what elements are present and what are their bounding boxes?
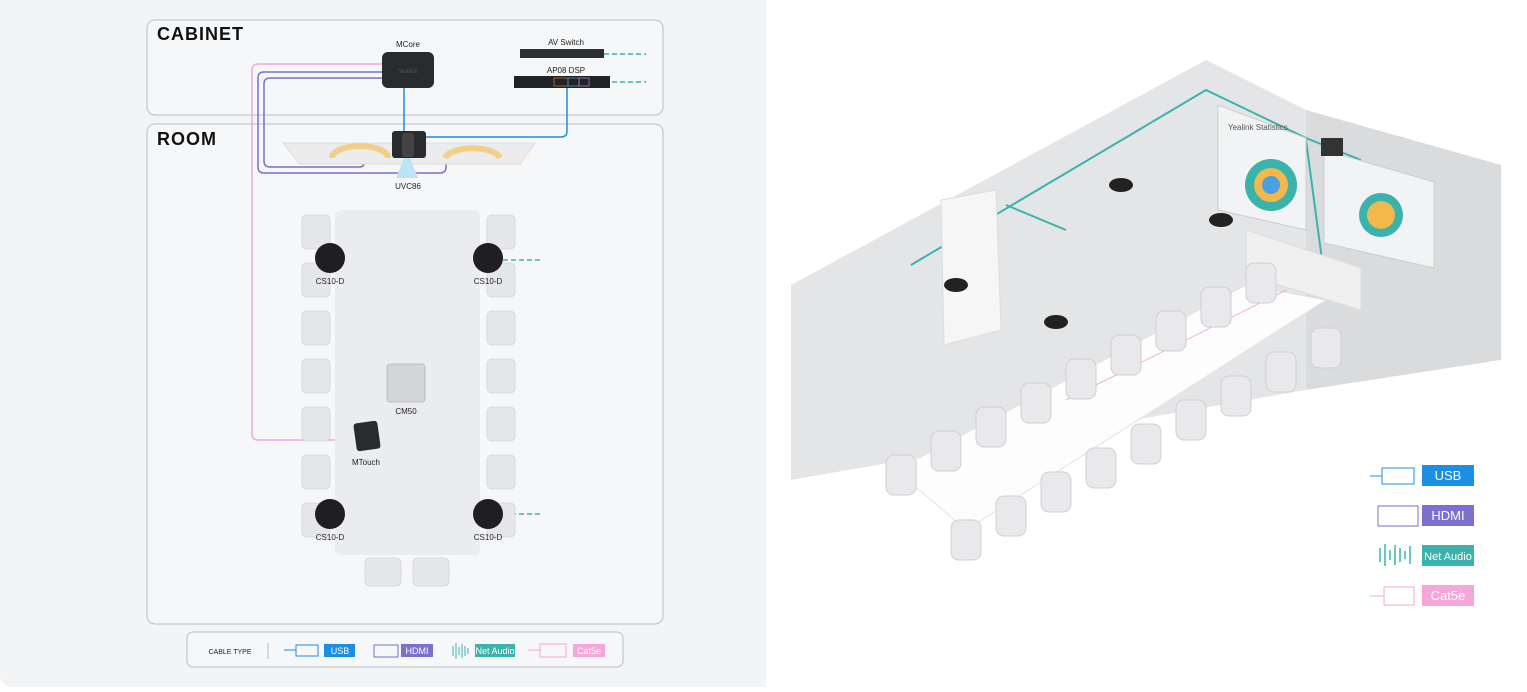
mcore-brand: Yealink (398, 69, 418, 75)
cabinet-title: CABINET (157, 24, 244, 44)
ceiling-speaker (1044, 315, 1068, 329)
chair (364, 557, 402, 587)
chair (301, 454, 331, 490)
cat5e-cable (251, 63, 382, 441)
chair (486, 310, 516, 346)
legend-hdmi-right: HDMI (1377, 505, 1474, 527)
legend-usb-label: USB (331, 646, 350, 656)
legend-cat5e-label: Cat5e (577, 646, 601, 656)
cm50-label: CM50 (395, 407, 417, 416)
legend-hdmi-right-label: HDMI (1431, 508, 1464, 523)
chair (975, 406, 1007, 448)
mtouch-panel (353, 420, 381, 452)
speaker-tl: CS10-D (315, 243, 345, 286)
dsp-label: AP08 DSP (547, 66, 585, 75)
camera (1321, 138, 1343, 156)
chair (1110, 334, 1142, 376)
audio-wave-icon (452, 643, 469, 659)
speaker-bl: CS10-D (315, 499, 345, 542)
legend-usb: USB (284, 644, 355, 657)
chair (1130, 423, 1162, 465)
legend-hdmi: HDMI (373, 644, 433, 658)
room-3d-render: Yealink Statistics USB HDMI Net Audio Ca… (766, 60, 1501, 687)
hdmi-cable-1 (257, 71, 447, 174)
whiteboard (940, 189, 1002, 346)
room-title: ROOM (157, 129, 217, 149)
dsp-device (514, 76, 610, 88)
chair (1040, 471, 1072, 513)
uvc86-label: UVC86 (395, 182, 421, 191)
ceiling-speaker (1109, 178, 1133, 192)
camera-beam (396, 158, 418, 178)
chair (486, 214, 516, 250)
mcore-label: MCore (396, 40, 421, 49)
legend-net-audio-right-label: Net Audio (1424, 551, 1472, 563)
legend-net-audio: Net Audio (452, 643, 515, 659)
legend-title: CABLE TYPE (208, 649, 251, 656)
legend-net-audio-label: Net Audio (475, 646, 514, 656)
chair (1220, 375, 1252, 417)
hdmi-port-icon (1377, 505, 1419, 527)
chair (1245, 262, 1277, 304)
ethernet-cable-icon (528, 643, 567, 658)
legend-cat5e-right-label: Cat5e (1431, 588, 1466, 603)
chair (301, 214, 331, 250)
legend-hdmi-label: HDMI (406, 646, 429, 656)
chair (1065, 358, 1097, 400)
wiring-diagram: CABINET ROOM Yealink MCore AV Switch AP0… (146, 19, 664, 668)
av-switch-label: AV Switch (548, 38, 584, 47)
speaker-tl-label: CS10-D (316, 277, 345, 286)
mcore-device (382, 52, 434, 88)
usb-cable-icon (1370, 467, 1415, 485)
av-switch-device (520, 49, 604, 58)
usb-cable-dsp (426, 88, 568, 138)
chair (995, 495, 1027, 537)
ethernet-cable-icon (1370, 586, 1415, 606)
legend-net-audio-right: Net Audio (1379, 544, 1474, 566)
chair (1310, 327, 1342, 369)
chair (301, 310, 331, 346)
legend-usb-right-label: USB (1435, 468, 1462, 483)
speaker-br: CS10-D (473, 499, 503, 542)
chair (1020, 382, 1052, 424)
screen-title: Yealink Statistics (1228, 123, 1288, 132)
chair (1265, 351, 1297, 393)
hdmi-port-icon (373, 644, 399, 658)
legend-usb-right: USB (1370, 465, 1474, 486)
ceiling-speaker (1209, 213, 1233, 227)
chair (885, 454, 917, 496)
chair (412, 557, 450, 587)
speaker-br-label: CS10-D (474, 533, 503, 542)
speaker-tr: CS10-D (473, 243, 503, 286)
hdmi-cable-2 (263, 77, 382, 168)
chair (930, 430, 962, 472)
chair (1085, 447, 1117, 489)
chair (1200, 286, 1232, 328)
net-audio-cabinet (604, 53, 646, 83)
chair (486, 406, 516, 442)
chair (301, 358, 331, 394)
floor (766, 360, 1501, 687)
chair (1155, 310, 1187, 352)
wiring-diagram-panel: CABINET ROOM Yealink MCore AV Switch AP0… (0, 0, 766, 687)
ceiling-speaker (944, 278, 968, 292)
speaker-bl-label: CS10-D (316, 533, 345, 542)
chair (486, 358, 516, 394)
chair (486, 454, 516, 490)
legend-cat5e-right: Cat5e (1370, 585, 1474, 606)
mtouch-label: MTouch (352, 458, 380, 467)
audio-wave-icon (1379, 544, 1411, 566)
legend-cat5e: Cat5e (528, 643, 605, 658)
credenza (1245, 229, 1362, 311)
chair (1175, 399, 1207, 441)
chair (301, 406, 331, 442)
usb-cable-icon (284, 644, 319, 657)
speaker-tr-label: CS10-D (474, 277, 503, 286)
cm50-mic (386, 363, 426, 403)
chair (950, 519, 982, 561)
